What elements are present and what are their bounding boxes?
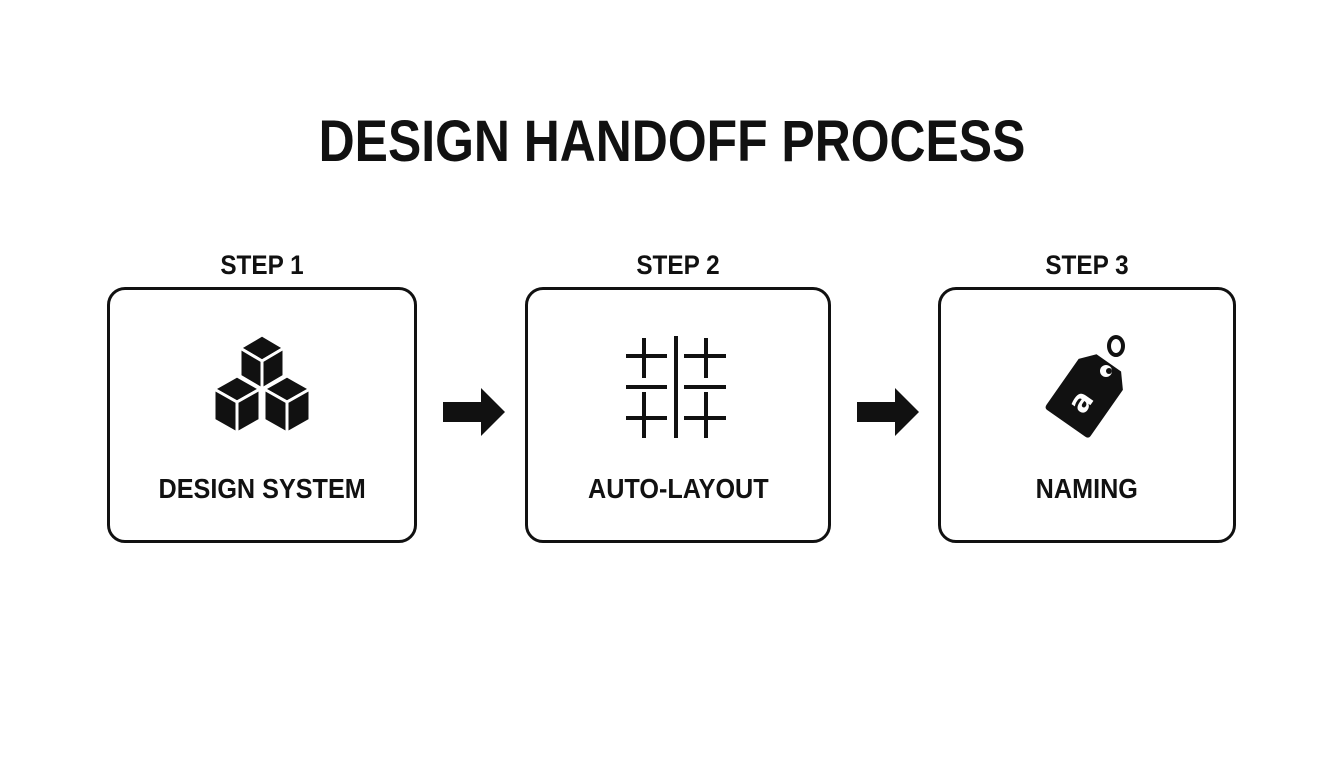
step-2-label: STEP 2 bbox=[636, 250, 720, 280]
step-3-label: STEP 3 bbox=[1045, 250, 1129, 280]
step-3-title: NAMING bbox=[1035, 473, 1139, 504]
step-2-title: AUTO-LAYOUT bbox=[587, 473, 769, 504]
step-1-title: DESIGN SYSTEM bbox=[158, 473, 366, 504]
arrow-right-icon bbox=[443, 388, 505, 441]
step-1-card: DESIGN SYSTEM bbox=[107, 287, 417, 543]
cubes-icon bbox=[212, 333, 312, 442]
step-3-card: a NAMING bbox=[938, 287, 1236, 543]
arrow-right-icon bbox=[857, 388, 919, 441]
step-1-label: STEP 1 bbox=[220, 250, 304, 280]
name-tag-icon: a bbox=[1042, 334, 1132, 445]
layout-grid-icon bbox=[626, 334, 730, 445]
page-title: DESIGN HANDOFF PROCESS bbox=[318, 109, 1026, 174]
step-2-card: AUTO-LAYOUT bbox=[525, 287, 831, 543]
